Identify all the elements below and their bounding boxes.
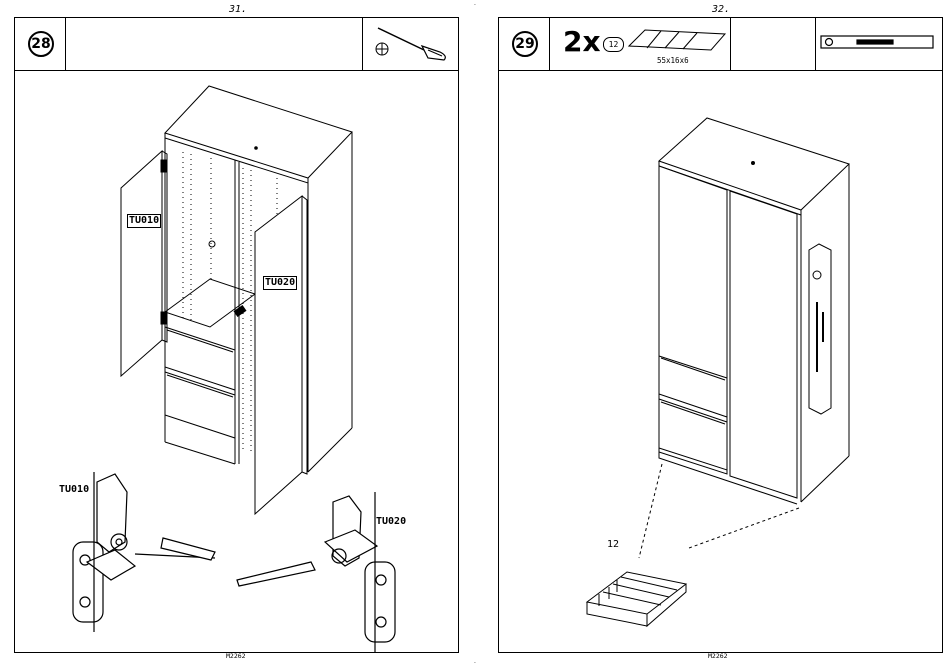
parts-cell: [65, 18, 363, 70]
screwdriver-phillips-icon: [362, 18, 458, 70]
part-dimensions: 55x16x6: [657, 56, 689, 65]
left-instruction-page: 28: [14, 17, 459, 653]
right-instruction-page: 29 2x 12 55x16x6: [498, 17, 943, 653]
step-cell: 29: [499, 18, 550, 70]
right-header: 29 2x 12 55x16x6: [499, 18, 942, 71]
tool-cell: [362, 18, 458, 70]
left-footer-code: M2262: [226, 652, 246, 660]
empty-cell: [730, 18, 816, 70]
tool-cell: [815, 18, 942, 70]
quantity-multiplier: 2x: [563, 25, 601, 58]
crop-mark: ·: [474, 660, 476, 667]
step-number-badge: 29: [512, 31, 538, 57]
step-number-badge: 28: [28, 31, 54, 57]
part-number-badge: 12: [603, 37, 624, 52]
right-footer-code: M2262: [708, 652, 728, 660]
right-hinge-label: TU020: [376, 516, 406, 527]
spirit-level-icon: [815, 18, 942, 70]
left-hinge-label: TU010: [59, 484, 89, 495]
left-page-number: 31.: [229, 4, 247, 15]
left-header: 28: [15, 18, 458, 71]
crop-mark: ·: [474, 2, 476, 9]
wedge-shim-icon: [627, 24, 727, 52]
callout-part-number: 12: [607, 539, 619, 550]
wardrobe-levelling-illustration: [499, 72, 942, 652]
wardrobe-door-assembly-illustration: [15, 72, 458, 652]
step-cell: 28: [15, 18, 66, 70]
right-door-label: TU020: [263, 276, 297, 290]
right-page-number: 32.: [712, 4, 730, 15]
parts-cell: 2x 12 55x16x6: [549, 18, 731, 70]
left-door-label: TU010: [127, 214, 161, 228]
